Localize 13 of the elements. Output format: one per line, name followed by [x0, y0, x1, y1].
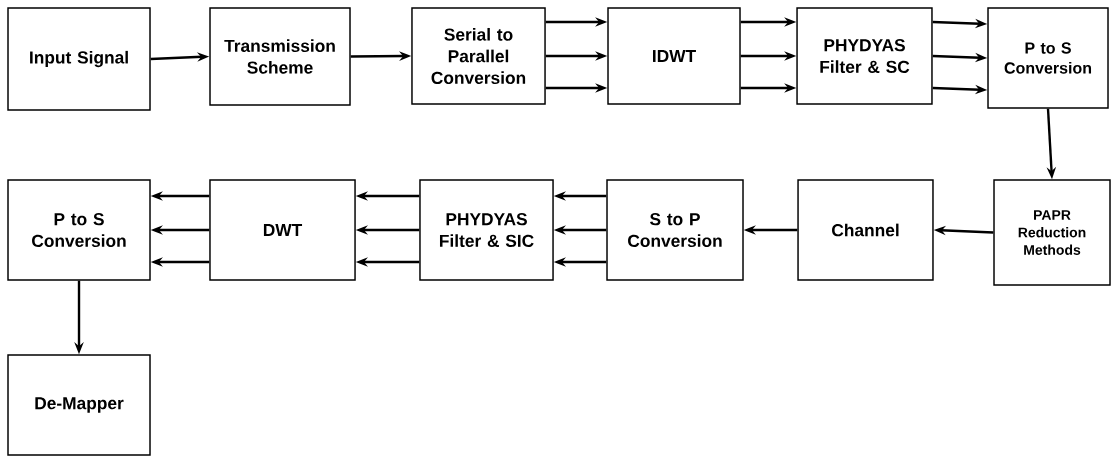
process-box: P to S Conversion — [987, 7, 1109, 109]
process-box: DWT — [209, 179, 356, 281]
process-box: PHYDYAS Filter & SIC — [419, 179, 554, 281]
process-box: IDWT — [607, 7, 741, 105]
process-box: Input Signal — [7, 7, 151, 111]
process-box: Transmission Scheme — [209, 7, 351, 106]
process-box: Channel — [797, 179, 934, 281]
process-box: PAPR Reduction Methods — [993, 179, 1111, 286]
process-box: Serial to Parallel Conversion — [411, 7, 546, 105]
process-box: P to S Conversion — [7, 179, 151, 281]
process-box: De-Mapper — [7, 354, 151, 456]
process-box: PHYDYAS Filter & SC — [796, 7, 933, 105]
process-box: S to P Conversion — [606, 179, 744, 281]
